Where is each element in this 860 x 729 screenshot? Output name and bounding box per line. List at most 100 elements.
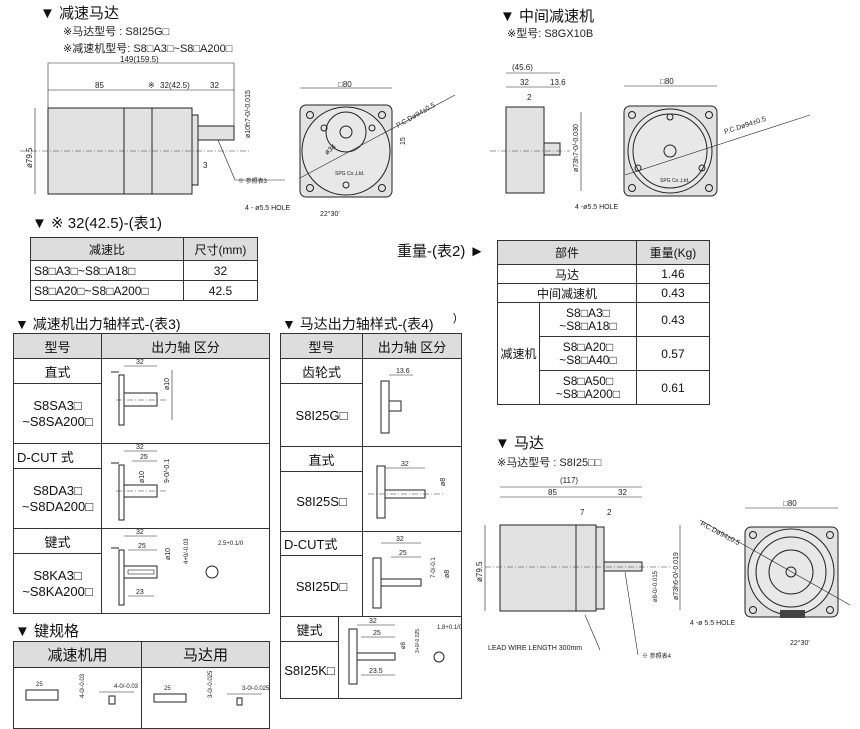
svg-text:P.C.Dø94±0.5: P.C.Dø94±0.5 — [723, 116, 767, 136]
motor-shaft-table: 型号出力轴 区分 齿轮式 13.6 S8I25G□ 直式 32 ø8 S8I25… — [280, 333, 463, 699]
svg-text:3: 3 — [203, 161, 208, 170]
dcut-shaft-drawing: 32 25 7-0/-0.1 ø8 — [372, 536, 451, 608]
svg-text:2: 2 — [607, 508, 612, 517]
svg-text:□80: □80 — [783, 499, 797, 508]
model: ~S8SA200□ — [22, 413, 93, 429]
shaft-type: 齿轮式 — [280, 358, 363, 384]
svg-text:ø8: ø8 — [401, 641, 407, 649]
header-size: 尺寸(mm) — [182, 237, 259, 261]
header-motor: 马达用 — [141, 641, 270, 668]
svg-text:13.6: 13.6 — [396, 368, 410, 375]
table4-title: ▼ 马达出力轴样式-(表4) — [282, 316, 434, 332]
cell: 0.61 — [635, 370, 711, 405]
cell: 减速机 — [497, 302, 540, 405]
svg-text:SPG Co.,Ltd.: SPG Co.,Ltd. — [660, 178, 689, 184]
svg-text:P.C.Dø94±0.5: P.C.Dø94±0.5 — [396, 102, 437, 130]
gear-shaft-drawing: 13.6 — [380, 368, 413, 434]
cell: S8□A20□ — [562, 339, 614, 354]
svg-text:ø8-0/-0.015: ø8-0/-0.015 — [653, 570, 659, 602]
motor-model-note: ※马达型号 : S8I25□□ — [497, 457, 602, 469]
svg-text:23: 23 — [136, 589, 144, 596]
svg-text:2: 2 — [527, 93, 532, 102]
intermediate-model-note: ※型号: S8GX10B — [507, 28, 594, 40]
svg-text:23.5: 23.5 — [369, 668, 383, 675]
svg-text:32: 32 — [136, 444, 144, 451]
cell: 0.57 — [635, 336, 711, 371]
svg-text:1.8+0.1/0: 1.8+0.1/0 — [437, 625, 463, 631]
header-model: 型号 — [280, 333, 363, 359]
svg-text:85: 85 — [95, 81, 104, 90]
svg-text:ø10h7-0/-0.015: ø10h7-0/-0.015 — [245, 90, 252, 138]
table2-title: 重量-(表2) ► — [397, 243, 485, 260]
shaft-type: D-CUT 式 — [13, 443, 102, 469]
keyed-shaft-drawing: 32 25 ø10 23 4+0/-0.03 2.5+0.1/0 — [110, 529, 244, 605]
cell: 中间减速机 — [497, 283, 637, 303]
svg-text:□80: □80 — [660, 77, 674, 86]
cell: 马达 — [497, 264, 637, 284]
cell: 32 — [182, 260, 259, 281]
keyed-shaft-drawing: 32 25 ø8 23.5 3+0/-0.025 1.8+0.1/0 — [348, 618, 463, 685]
svg-text:4 -ø5.5 HOLE: 4 -ø5.5 HOLE — [575, 204, 619, 211]
header-shaft: 出力轴 区分 — [362, 333, 462, 359]
model: S8I25K□ — [280, 641, 339, 699]
model: S8DA3□ — [32, 482, 83, 498]
svg-text:□80: □80 — [338, 80, 352, 89]
shaft-type: 直式 — [13, 358, 102, 384]
motor-front-drawing: □80 P.C.Dø94±0.5 4 -ø 5.5 HOLE 22°30' — [690, 499, 851, 647]
svg-text:32: 32 — [136, 529, 144, 536]
svg-text:P.C.Dø94±0.5: P.C.Dø94±0.5 — [699, 521, 741, 548]
svg-text:ø8: ø8 — [444, 569, 451, 577]
model: S8I25S□ — [280, 471, 363, 532]
gear-motor-side-drawing: 149(159.5) 85 ※ 32(42.5) 32 ø79.5 ø10h7-… — [20, 55, 285, 195]
svg-text:LEAD WIRE LENGTH 300mm: LEAD WIRE LENGTH 300mm — [488, 645, 582, 652]
cell: S8□A20□~S8□A200□ — [30, 280, 184, 301]
shaft-type: 直式 — [280, 446, 363, 472]
dcut-shaft-drawing: 32 25 ø10 9-0/-0.1 — [110, 444, 171, 520]
cell: S8□A50□ — [562, 373, 614, 388]
svg-text:ø10: ø10 — [164, 377, 171, 389]
svg-text:15: 15 — [400, 137, 407, 145]
gear-motor-title: ▼ 减速马达 — [40, 5, 120, 22]
motor-title: ▼ 马达 — [495, 435, 545, 452]
svg-text:ø73h7-0/-0.030: ø73h7-0/-0.030 — [573, 124, 580, 172]
svg-text:4-0/-0.03: 4-0/-0.03 — [114, 684, 139, 690]
motor-key-drawing: 25 3-0/-0.025 3-0/-0.025 — [153, 670, 270, 706]
svg-text:9-0/-0.1: 9-0/-0.1 — [164, 458, 171, 482]
intermediate-side-drawing: (45.6) 32 13.6 2 ø73h7-0/-0.030 — [490, 63, 582, 194]
svg-text:7: 7 — [580, 508, 585, 517]
svg-text:25: 25 — [36, 682, 43, 688]
intermediate-front-drawing: □80 P.C.Dø94±0.5 SPG Co.,Ltd. 4 -ø5.5 HO… — [575, 77, 811, 211]
svg-text:32: 32 — [396, 536, 404, 543]
header-weight: 重量(Kg) — [635, 240, 711, 265]
header-model: 型号 — [13, 333, 102, 359]
model: S8SA3□ — [33, 397, 82, 413]
model: S8I25G□ — [280, 383, 363, 447]
svg-text:(117): (117) — [560, 476, 578, 485]
svg-text:ø10: ø10 — [165, 547, 172, 559]
svg-text:32(42.5): 32(42.5) — [160, 81, 190, 90]
svg-text:22°30': 22°30' — [320, 210, 340, 218]
straight-shaft-drawing: 32 ø10 — [110, 359, 172, 425]
svg-text:32: 32 — [618, 488, 627, 497]
svg-text:3+0/-0.025: 3+0/-0.025 — [415, 629, 421, 653]
cell: ~S8□A200□ — [555, 386, 621, 401]
shaft-type: 键式 — [13, 528, 102, 554]
header-part: 部件 — [497, 240, 637, 265]
svg-text:2.5+0.1/0: 2.5+0.1/0 — [218, 541, 244, 547]
svg-text:SPG Co.,Ltd.: SPG Co.,Ltd. — [335, 171, 364, 177]
motor-model-note: ※马达型号 : S8I25G□ — [63, 26, 170, 38]
cell: S8□A3□ — [566, 305, 610, 320]
svg-text:85: 85 — [548, 488, 557, 497]
cell: 1.46 — [635, 264, 711, 284]
header-gearhead: 减速机用 — [13, 641, 142, 668]
gearhead-key-drawing: 25 4-0/-0.03 4-0/-0.03 — [25, 673, 139, 705]
stray-paren: ) — [453, 312, 457, 324]
intermediate-gearhead-title: ▼ 中间减速机 — [500, 8, 595, 25]
svg-text:3-0/-0.025: 3-0/-0.025 — [208, 670, 214, 698]
motor-side-drawing: (117) 85 32 7 2 ø79.5 ø8-0/-0.015 ø73h6-… — [475, 476, 681, 660]
svg-text:3-0/-0.025: 3-0/-0.025 — [242, 686, 270, 692]
svg-text:7-0/-0.1: 7-0/-0.1 — [431, 556, 437, 577]
cell: S8□A3□~S8□A18□ — [30, 260, 184, 281]
cell: 0.43 — [635, 283, 711, 303]
svg-text:ø79.5: ø79.5 — [25, 147, 34, 168]
